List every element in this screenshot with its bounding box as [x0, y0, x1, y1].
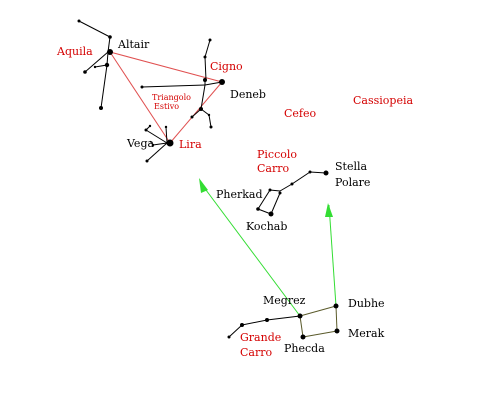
- star-lira-a: [144, 128, 148, 132]
- grande-carro-lines: [228, 315, 301, 338]
- label-aquila: Aquila: [56, 45, 93, 58]
- label-dubhe: Dubhe: [348, 297, 385, 310]
- label-phecda: Phecda: [284, 342, 325, 355]
- star-lira-e: [145, 159, 149, 163]
- star-piccolo-c: [256, 207, 260, 211]
- star-pherkad: [268, 188, 272, 192]
- cigno-lines: [141, 39, 223, 128]
- label-piccolo-1: Piccolo: [257, 148, 297, 161]
- star-lira-d: [151, 143, 155, 147]
- star-aquila-b: [108, 35, 112, 39]
- label-triangolo-2: Estivo: [154, 102, 179, 111]
- star-piccolo-a: [308, 170, 312, 174]
- star-aquila-f: [93, 65, 97, 69]
- pointer-lines: [202, 185, 337, 317]
- summer-triangle-lines: [109, 51, 223, 144]
- star-cigno-d: [140, 85, 144, 89]
- star-cigno-a: [208, 38, 212, 42]
- label-pherkad: Pherkad: [216, 188, 263, 201]
- star-megrez: [297, 313, 303, 319]
- pointer-arrow-1: [199, 178, 208, 193]
- star-deneb: [219, 79, 225, 85]
- star-phecda: [300, 334, 306, 340]
- grande-carro-bowl: [299, 305, 338, 338]
- star-piccolo-b: [290, 182, 294, 186]
- label-merak: Merak: [348, 327, 385, 340]
- label-kochab: Kochab: [246, 220, 287, 233]
- star-kochab: [268, 211, 274, 217]
- star-cigno-b: [203, 55, 207, 59]
- label-cefeo: Cefeo: [284, 107, 317, 120]
- label-triangolo-1: Triangolo: [152, 93, 191, 102]
- star-aquila-c: [83, 70, 87, 74]
- label-stella-2: Polare: [335, 176, 370, 189]
- star-aquila-d: [104, 62, 110, 68]
- star-piccolo-d: [278, 191, 282, 195]
- star-grande-a: [265, 318, 269, 322]
- label-megrez: Megrez: [263, 294, 306, 307]
- star-aquila-e: [99, 106, 103, 110]
- label-cigno: Cigno: [210, 60, 243, 73]
- star-polare: [323, 170, 329, 176]
- label-grande-2: Carro: [240, 346, 272, 359]
- star-altair: [107, 49, 113, 55]
- star-lira-c: [164, 125, 168, 129]
- star-vega: [166, 139, 174, 147]
- star-cigno-g: [207, 113, 211, 117]
- star-merak: [334, 328, 340, 334]
- pointer-arrow-2: [325, 203, 333, 217]
- label-grande-1: Grande: [240, 331, 281, 344]
- piccolo-carro-lines: [257, 171, 327, 215]
- label-piccolo-2: Carro: [257, 162, 289, 175]
- stars: [77, 19, 340, 340]
- label-vega: Vega: [126, 137, 154, 150]
- star-aquila-a: [77, 19, 81, 23]
- label-lira: Lira: [179, 138, 202, 151]
- star-lira-b: [148, 124, 152, 128]
- star-cigno-f: [190, 115, 194, 119]
- label-altair: Altair: [117, 38, 150, 51]
- star-grande-b: [240, 323, 244, 327]
- star-grande-c: [227, 335, 231, 339]
- star-cigno-e: [199, 107, 203, 111]
- label-cassiopeia: Cassiopeia: [353, 94, 413, 107]
- label-stella-1: Stella: [335, 160, 368, 173]
- label-deneb: Deneb: [230, 88, 266, 101]
- star-cigno-c: [203, 78, 207, 82]
- star-dubhe: [333, 303, 339, 309]
- star-cigno-h: [209, 125, 213, 129]
